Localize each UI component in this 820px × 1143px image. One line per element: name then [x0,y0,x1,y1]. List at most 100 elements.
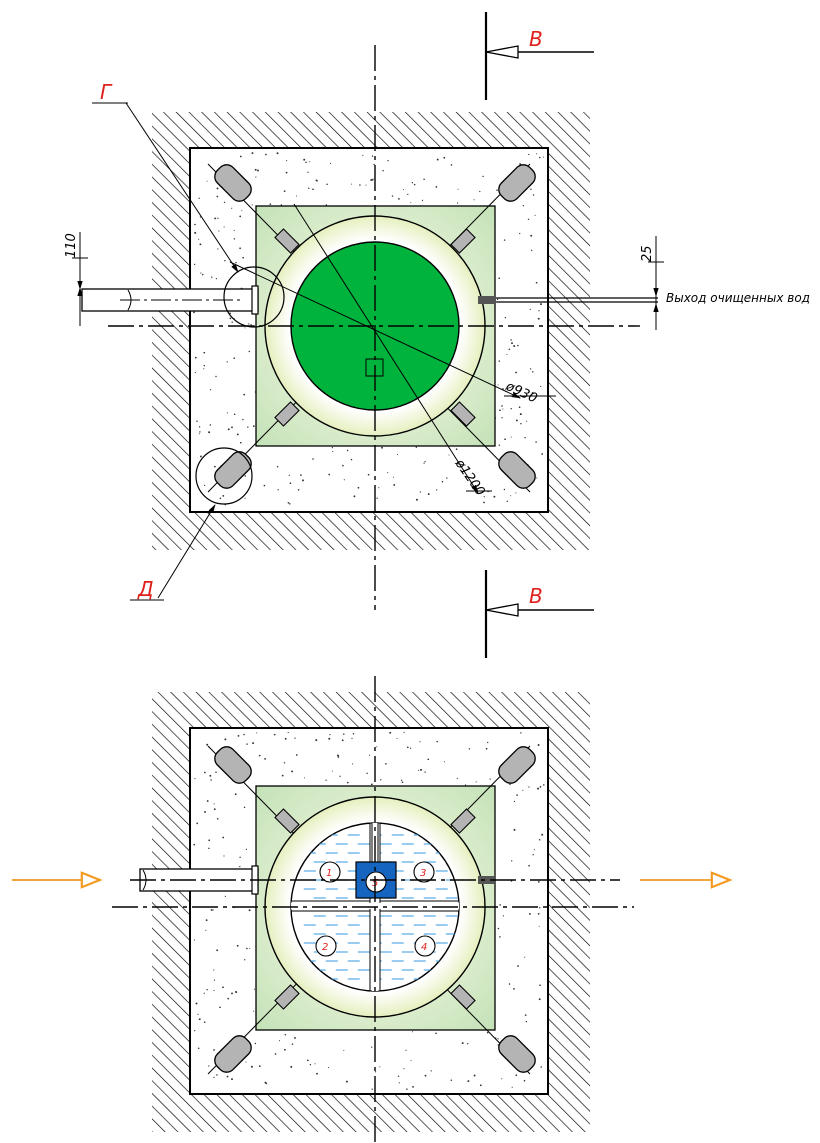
concrete-dot [250,1065,253,1068]
concrete-dot [357,486,360,489]
concrete-dot [263,484,266,487]
concrete-dot [365,184,367,186]
concrete-dot [289,503,291,505]
dimension-25: 25 [640,245,655,262]
concrete-dot [473,1074,476,1077]
concrete-dot [213,979,215,981]
concrete-dot [279,1040,281,1042]
concrete-dot [316,180,318,182]
concrete-dot [243,806,246,809]
concrete-dot [376,746,378,748]
concrete-dot [194,356,197,359]
compartment-1: 1 [326,868,332,879]
concrete-dot [199,216,202,218]
concrete-dot [239,247,241,250]
inlet-pipe-top [81,285,259,315]
concrete-dot [423,462,425,464]
concrete-dot [506,500,509,503]
concrete-dot [499,409,501,412]
concrete-dot [290,1065,293,1068]
concrete-dot [307,171,309,173]
outlet-pipe-top [478,296,658,304]
concrete-dot [503,488,506,491]
concrete-dot [411,1031,414,1033]
concrete-dot [536,477,538,479]
concrete-dot [538,310,540,312]
anchor-blocks-bottom [214,746,536,1073]
concrete-dot [540,1066,542,1068]
concrete-dot [529,368,532,370]
concrete-dot [239,865,241,868]
concrete-dot [219,1006,221,1009]
concrete-dot [242,256,244,259]
concrete-dot [513,988,515,990]
concrete-dot [233,238,236,240]
concrete-dot [352,732,355,735]
concrete-dot [528,786,530,788]
concrete-dot [284,1048,286,1051]
concrete-dot [251,204,253,206]
concrete-dot [509,783,511,786]
concrete-dot [396,453,399,456]
concrete-dot [367,473,370,476]
concrete-dot [455,448,458,451]
concrete-dot [205,919,208,922]
concrete-dot [415,446,418,449]
concrete-dot [468,748,471,750]
concrete-dot [501,1078,503,1080]
concrete-dot [409,747,412,749]
concrete-dot [233,357,236,360]
concrete-dot [539,786,542,788]
concrete-dot [501,417,503,419]
concrete-dot [461,1042,464,1045]
concrete-dot [245,848,248,851]
concrete-dot [502,915,504,917]
concrete-dot [341,739,344,742]
concrete-dot [213,803,215,805]
concrete-dot [248,909,251,912]
concrete-dot [537,744,540,746]
concrete-dot [251,152,254,155]
concrete-dot [511,342,513,345]
concrete-dot [518,406,521,409]
concrete-dot [283,762,286,764]
compartment-4: 4 [421,942,427,953]
concrete-dot [244,959,246,961]
concrete-dot [370,783,373,786]
concrete-dot [510,339,512,341]
section-mark-top [484,12,594,100]
concrete-dot [222,495,225,497]
concrete-dot [421,199,424,202]
concrete-dot [413,183,416,186]
concrete-dot [496,189,498,191]
concrete-dot [224,738,227,741]
detail-label-g: Г [100,80,113,104]
concrete-dot [392,476,395,478]
concrete-dot [231,321,233,323]
concrete-dot [483,501,485,504]
concrete-dot [441,480,444,483]
concrete-dot [539,984,541,987]
concrete-dot [497,384,499,386]
concrete-dot [274,1053,277,1055]
concrete-dot [539,156,541,159]
concrete-dot [210,779,212,781]
concrete-dot [366,772,368,775]
concrete-dot [504,316,507,319]
concrete-dot [343,1049,345,1051]
concrete-dot [198,433,200,435]
concrete-dot [309,1064,312,1066]
concrete-dot [203,992,205,994]
concrete-dot [206,989,208,991]
concrete-dot [528,153,530,156]
concrete-dot [243,393,246,396]
concrete-dot [325,204,328,206]
concrete-dot [373,163,375,166]
concrete-dot [435,186,438,188]
concrete-dot [402,189,404,191]
concrete-dot [252,425,255,427]
concrete-dot [362,154,364,156]
concrete-dot [222,836,225,839]
concrete-dot [541,833,544,836]
